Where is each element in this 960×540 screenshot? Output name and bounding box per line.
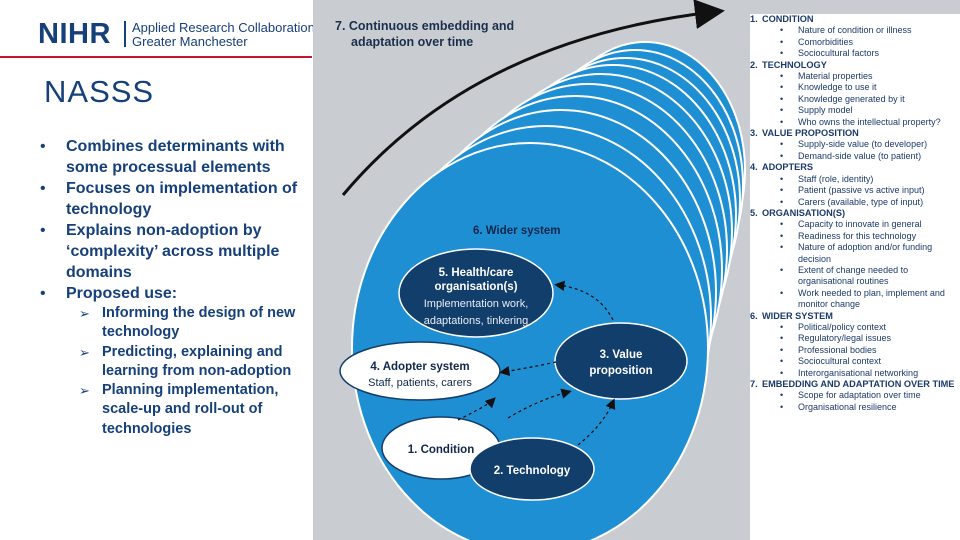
- domain-item: 2.TECHNOLOGYMaterial propertiesKnowledge…: [750, 59, 960, 129]
- label-value-1: 3. Value: [600, 349, 643, 361]
- domain-name: VALUE PROPOSITION: [762, 128, 859, 139]
- domain-subitem: Sociocultural context: [762, 356, 960, 368]
- domain-item: 5. ORGANISATION(S)Capacity to innovate in…: [750, 208, 960, 311]
- domain-number: 6.: [750, 310, 758, 321]
- bullet-item: Proposed use: Informing the design of ne…: [38, 283, 300, 439]
- domain-number: 4.: [750, 162, 758, 173]
- domain-subitem: Interorganisational networking: [762, 368, 960, 380]
- sub-bullet-item: Predicting, explaining and learning from…: [66, 343, 300, 382]
- domain-subitem: Political/policy context: [762, 322, 960, 334]
- logo-brand: NIHR: [38, 18, 111, 50]
- domain-subitem: Comorbidities: [762, 37, 960, 49]
- bullet-list: Combines determinants with some processu…: [38, 136, 300, 439]
- label-adopter-2: Staff, patients, carers: [368, 377, 472, 389]
- logo-line-1: Applied Research Collaboration: [132, 20, 315, 35]
- organisation-oval: [398, 248, 554, 338]
- label-org-4: adaptations, tinkering: [424, 315, 529, 327]
- domain-subitem: Knowledge generated by it: [762, 94, 960, 106]
- domain-subitem: Extent of change needed to organisationa…: [762, 265, 960, 288]
- header-rule: [0, 56, 312, 58]
- domain-number: 7.: [750, 379, 758, 389]
- domain-subitem: Nature of adoption and/or funding decisi…: [762, 242, 960, 265]
- domain-subitems: Material propertiesKnowledge to use itKn…: [762, 71, 960, 128]
- label-embedding-1: 7. Continuous embedding and: [335, 19, 514, 33]
- label-org-1: 5. Health/care: [439, 267, 514, 279]
- slide-title: NASSS: [44, 74, 155, 109]
- domain-item: 7. EMBEDDING AND ADAPTATION OVER TIMEScop…: [750, 379, 960, 414]
- domain-name: CONDITION: [762, 14, 814, 24]
- domain-subitem: Scope for adaptation over time: [762, 390, 960, 402]
- domain-subitems: Staff (role, identity)Patient (passive v…: [762, 174, 960, 209]
- domain-subitems: Scope for adaptation over timeOrganisati…: [762, 390, 960, 413]
- label-org-3: Implementation work,: [424, 298, 529, 310]
- label-adopter-1: 4. Adopter system: [370, 361, 469, 373]
- domain-number: 5.: [750, 207, 758, 218]
- label-value-2: proposition: [589, 365, 652, 377]
- domain-name: WIDER SYSTEM: [762, 310, 833, 321]
- domain-item: 4. ADOPTERSStaff (role, identity)Patient …: [750, 162, 960, 208]
- label-embedding-2: adaptation over time: [351, 35, 473, 49]
- label-technology: 2. Technology: [494, 465, 571, 477]
- bullet-item: Combines determinants with some processu…: [38, 136, 300, 178]
- logo-line-2: Greater Manchester: [132, 34, 248, 49]
- label-org-2: organisation(s): [434, 281, 517, 293]
- domain-item: 3. VALUE PROPOSITIONSupply-side value (to…: [750, 128, 960, 163]
- arrow-value-to-organisation: [554, 280, 614, 321]
- domain-subitem: Carers (available, type of input): [762, 197, 960, 209]
- domain-subitem: Material properties: [762, 71, 960, 83]
- label-wider-system: 6. Wider system: [473, 225, 560, 237]
- dashed-arrows: [457, 280, 616, 446]
- domain-subitem: Supply model: [762, 105, 960, 117]
- sub-bullet-item: Informing the design of new technology: [66, 304, 300, 343]
- domain-subitems: Capacity to innovate in generalReadiness…: [762, 219, 960, 310]
- domain-item: 1. CONDITIONNature of condition or illnes…: [750, 14, 960, 60]
- bullet-item: Explains non-adoption by ‘complexity’ ac…: [38, 220, 300, 283]
- logo-divider: [124, 21, 126, 47]
- domain-subitems: Political/policy contextRegulatory/legal…: [762, 322, 960, 379]
- domain-subitem: Patient (passive vs active input): [762, 185, 960, 197]
- domain-list: 1. CONDITIONNature of condition or illnes…: [750, 14, 960, 414]
- domain-number: 2.: [750, 59, 758, 70]
- domain-subitem: Capacity to innovate in general: [762, 219, 960, 231]
- domain-subitem: Knowledge to use it: [762, 82, 960, 94]
- domain-name: ORGANISATION(S): [762, 207, 846, 218]
- domain-subitem: Supply-side value (to developer): [762, 139, 960, 151]
- domain-subitem: Organisational resilience: [762, 402, 960, 414]
- domain-subitem: Work needed to plan, implement and monit…: [762, 288, 960, 311]
- arrow-condition-to-value: [507, 388, 572, 419]
- arrow-value-to-adopter: [499, 361, 557, 377]
- nihr-logo: NIHR Applied Research Collaboration Grea…: [38, 18, 315, 50]
- domain-subitem: Sociocultural factors: [762, 48, 960, 60]
- domain-subitem: Who owns the intellectual property?: [762, 117, 960, 129]
- domain-subitem: Demand-side value (to patient): [762, 151, 960, 163]
- domain-subitem: Readiness for this technology: [762, 231, 960, 243]
- domain-name: ADOPTERS: [762, 162, 814, 173]
- domains-panel: 1. CONDITIONNature of condition or illnes…: [750, 14, 960, 540]
- domain-name: TECHNOLOGY: [762, 59, 827, 70]
- domain-subitem: Staff (role, identity): [762, 174, 960, 186]
- bullet-text: Proposed use:: [66, 285, 178, 302]
- bullet-item: Focuses on implementation of technology: [38, 178, 300, 220]
- domain-subitem: Nature of condition or illness: [762, 25, 960, 37]
- domain-item: 6. WIDER SYSTEMPolitical/policy contextRe…: [750, 310, 960, 380]
- domain-subitems: Nature of condition or illnessComorbidit…: [762, 25, 960, 60]
- domain-subitems: Supply-side value (to developer)Demand-s…: [762, 139, 960, 162]
- arrow-condition-to-adopter: [457, 397, 496, 421]
- sub-bullet-list: Informing the design of new technology P…: [66, 304, 300, 439]
- domain-subitem: Regulatory/legal issues: [762, 333, 960, 345]
- domain-number: 1.: [750, 14, 758, 24]
- domain-name: EMBEDDING AND ADAPTATION OVER TIME: [762, 379, 955, 389]
- label-condition: 1. Condition: [408, 444, 474, 456]
- domain-number: 3.: [750, 128, 758, 139]
- technology-oval: [469, 437, 595, 501]
- domain-subitem: Professional bodies: [762, 345, 960, 357]
- sub-bullet-item: Planning implementation, scale-up and ro…: [66, 381, 300, 439]
- value-proposition-oval: [554, 322, 688, 400]
- time-arrow: [341, 0, 725, 196]
